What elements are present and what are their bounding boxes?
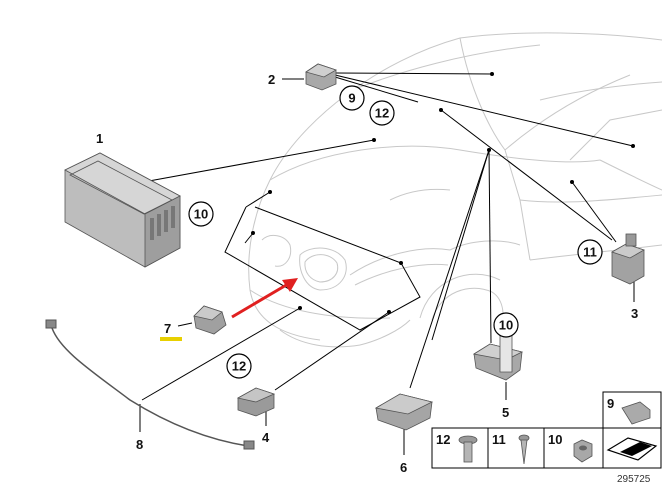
part-label-6: 6 [400,460,407,475]
hardware-legend: 9 12 11 10 [431,391,662,469]
leader-lines [137,72,635,455]
legend-label-10: 10 [548,432,562,447]
control-module-part [64,152,181,268]
part-label-3: 3 [631,306,638,321]
bolt-icon [458,435,478,463]
sensor-part-7 [193,305,227,335]
nut-icon [573,439,593,463]
sensor-part-3 [611,233,645,285]
part-label-1: 1 [96,131,103,146]
reference-number: 295725 [617,474,651,485]
part-label-5: 5 [502,405,509,420]
callout-10-module: 10 [188,201,214,227]
bracket-part-6 [374,393,434,431]
callout-12-top: 12 [369,100,395,126]
clip-icon [621,401,651,425]
screw-icon [518,434,530,465]
bracket-part-5 [472,329,524,381]
connector-part-top [305,63,337,91]
leader-dots [251,72,635,314]
legend-label-11: 11 [492,432,506,447]
packaging-icon [606,437,658,461]
svg-text:10: 10 [499,318,513,333]
part-label-2: 2 [268,72,275,87]
sensor-part-4 [236,387,276,417]
part-label-7: 7 [164,321,171,336]
callout-12-sensor: 12 [226,353,252,379]
callout-10-bracket: 10 [493,312,519,338]
callout-9: 9 [339,85,365,111]
part-label-7-highlight [160,337,182,341]
part-label-4: 4 [262,430,270,445]
cable-part-8 [45,319,255,450]
svg-text:12: 12 [232,359,246,374]
svg-text:9: 9 [348,91,355,106]
part-label-8: 8 [136,437,143,452]
svg-text:10: 10 [194,207,208,222]
svg-text:12: 12 [375,106,389,121]
red-arrow [231,278,298,319]
legend-label-12: 12 [436,432,450,447]
svg-text:11: 11 [583,245,597,260]
legend-label-9: 9 [607,396,614,411]
callout-11: 11 [577,239,603,265]
